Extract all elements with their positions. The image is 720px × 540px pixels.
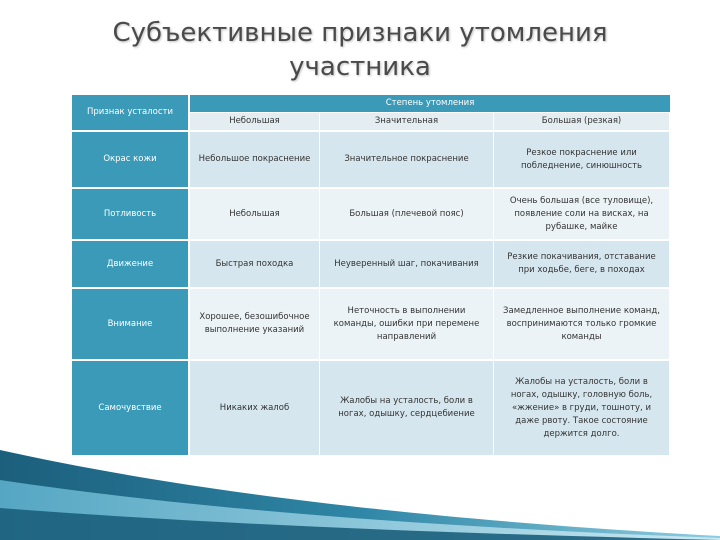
row-label: Окрас кожи [72, 130, 190, 187]
table-cell: Хорошее, безошибочное выполнение указани… [190, 287, 320, 359]
header-col-significant: Значительная [320, 113, 494, 130]
table-cell: Никаких жалоб [190, 359, 320, 455]
wave-bottom-band [0, 508, 720, 540]
row-label: Самочувствие [72, 359, 190, 455]
table-cell: Небольшая [190, 187, 320, 239]
table-cell: Резкие покачивания, отставание при ходьб… [494, 239, 670, 287]
slide-title: Субъективные признаки утомления участник… [0, 16, 720, 84]
row-label: Внимание [72, 287, 190, 359]
header-col-large: Большая (резкая) [494, 113, 670, 130]
table-cell: Замедленное выполнение команд, восприним… [494, 287, 670, 359]
table-row: Самочувствие Никаких жалоб Жалобы на уст… [72, 359, 670, 455]
table-row: Движение Быстрая походка Неуверенный шаг… [72, 239, 670, 287]
table-cell: Жалобы на усталость, боли в ногах, одышк… [494, 359, 670, 455]
table-cell: Очень большая (все туловище), появление … [494, 187, 670, 239]
table-cell: Большая (плечевой пояс) [320, 187, 494, 239]
table-cell: Значительное покраснение [320, 130, 494, 187]
slide-title-line-2: участника [289, 52, 431, 82]
table-cell: Быстрая походка [190, 239, 320, 287]
row-label: Движение [72, 239, 190, 287]
decorative-wave [0, 450, 720, 540]
row-label: Потливость [72, 187, 190, 239]
fatigue-signs-table: Признак усталости Степень утомления Небо… [72, 95, 670, 455]
table-cell: Небольшое покраснение [190, 130, 320, 187]
header-col-small: Небольшая [190, 113, 320, 130]
table-cell: Жалобы на усталость, боли в ногах, одышк… [320, 359, 494, 455]
table-row: Потливость Небольшая Большая (плечевой п… [72, 187, 670, 239]
table-cell: Неуверенный шаг, покачивания [320, 239, 494, 287]
table-cell: Резкое покраснение или побледнение, синю… [494, 130, 670, 187]
slide-title-line-1: Субъективные признаки утомления [112, 18, 608, 48]
table-row: Окрас кожи Небольшое покраснение Значите… [72, 130, 670, 187]
header-degree: Степень утомления [190, 95, 670, 113]
table-row: Внимание Хорошее, безошибочное выполнени… [72, 287, 670, 359]
table-cell: Неточность в выполнении команды, ошибки … [320, 287, 494, 359]
header-sign: Признак усталости [72, 95, 190, 130]
